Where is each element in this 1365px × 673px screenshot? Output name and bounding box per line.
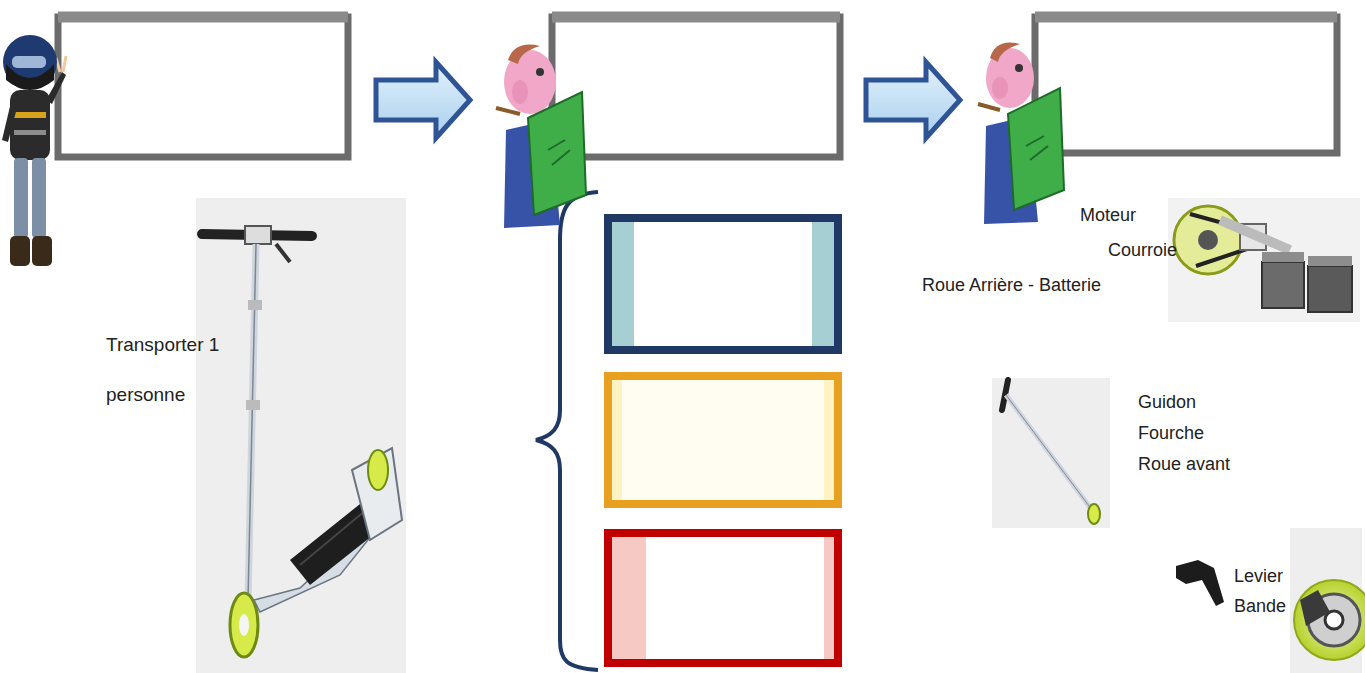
empty-box-red [608,533,838,663]
rider-figure [2,35,66,266]
reader-figure [1015,64,1023,72]
part-name: Moteur [1080,203,1170,227]
curly-brace [536,192,598,670]
scooter-image [276,244,290,262]
part-name: Roue avant [1138,452,1258,476]
hub-image [1300,590,1330,626]
empty-box [552,12,840,23]
steering-image [1006,395,1092,510]
rider-figure [14,158,28,238]
rider-figure [32,236,52,266]
empty-box-orange [622,380,824,500]
scooter-image [246,400,260,410]
hub-image [1325,611,1343,629]
drive-image [1262,262,1304,308]
scooter-image [196,198,406,673]
brake-lever-image [1176,560,1224,606]
drive-image [1262,252,1304,262]
part-name: Bande [1234,594,1290,618]
drive-image [1308,256,1352,266]
part-name: Guidon [1138,390,1258,414]
part-name: Levier [1234,564,1290,588]
scooter-image [248,244,256,600]
drive-image [1198,230,1218,250]
empty-box-orange [608,376,838,504]
empty-box [552,17,840,157]
rider-figure [10,236,30,266]
steering-image [1006,395,1092,510]
block-arrow [866,62,960,138]
reader-figure [1008,88,1064,210]
hub-image [1294,580,1365,660]
empty-box [58,17,348,157]
reader-figure [496,108,520,114]
scooter-image [368,450,388,490]
scooter-image [245,226,271,244]
part-name: Fourche [1138,421,1258,445]
scooter-image [352,448,402,540]
empty-box [58,17,348,157]
steering-image [1088,504,1100,524]
empty-box [58,12,348,23]
block-arrow [376,62,470,138]
drive-image [1308,266,1352,312]
empty-box [1035,12,1337,23]
rider-figure [3,35,57,89]
reader-figure [536,68,544,76]
part-name: Courroie [1108,238,1170,262]
empty-box-orange [608,376,838,504]
rider-figure [56,56,66,72]
rider-figure [2,98,18,142]
rider-figure [14,112,46,118]
part-name: Roue Arrière - Batterie [922,273,1166,297]
function-label: Transporter 1 personne [106,320,238,420]
reader-figure [990,43,1020,62]
reader-figure [992,77,1008,99]
steering-image [992,378,1110,528]
reader-figure [496,45,586,228]
empty-box-red [646,537,824,659]
scooter-image [230,593,258,657]
reader-figure [508,45,540,64]
rider-figure [32,158,46,238]
drive-image [1168,198,1360,322]
reader-figure [978,104,1000,110]
reader-figure [512,80,528,104]
drive-image [1220,220,1290,250]
reader-figure [548,140,570,165]
scooter-image [239,614,249,636]
empty-box [1035,17,1337,153]
empty-box-blue [608,218,838,350]
rider-figure [6,64,54,90]
reader-figure [528,92,586,215]
reader-figure [1026,136,1048,160]
steering-image [992,378,1110,528]
rider-figure [10,90,50,160]
scooter-image [248,300,262,310]
drive-image [1168,198,1360,322]
empty-box-blue [608,218,838,350]
empty-box [1035,17,1337,153]
rider-figure [12,56,46,68]
hub-image [1290,528,1365,673]
empty-box [552,17,840,157]
scooter-image [196,198,406,673]
scooter-image [248,244,256,600]
empty-box-blue [634,222,812,346]
empty-box-red [608,533,838,663]
reader-figure [978,43,1064,224]
rider-figure [14,130,46,135]
